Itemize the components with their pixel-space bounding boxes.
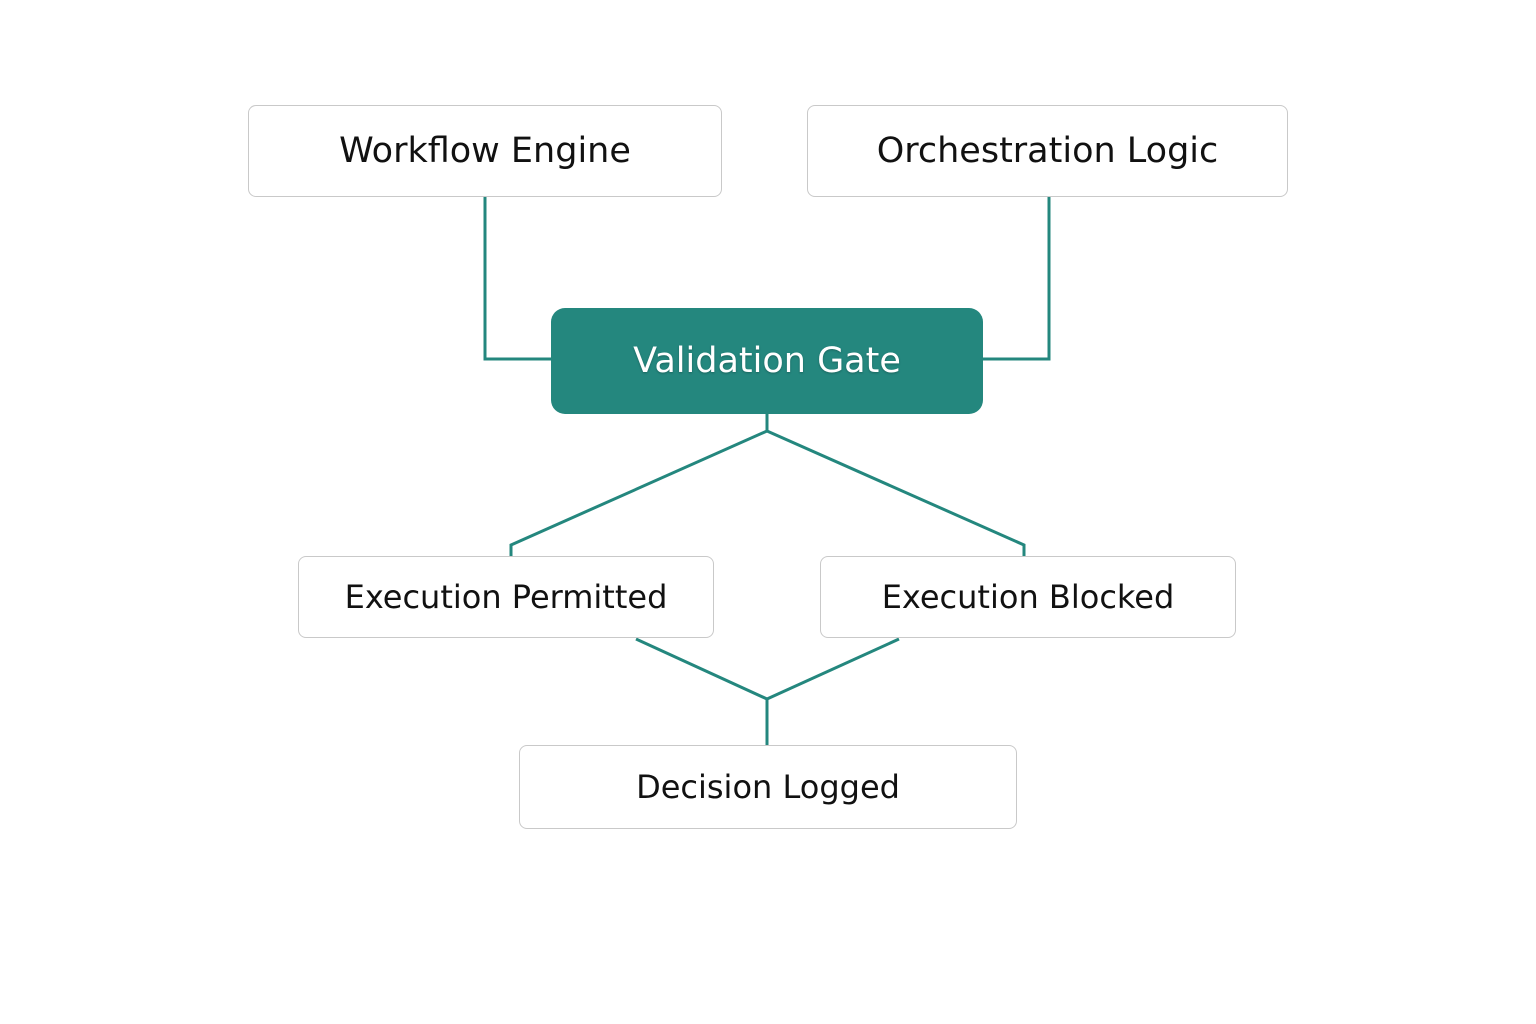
edge-orchestration-to-gate <box>983 197 1051 361</box>
node-decision-logged: Decision Logged <box>519 745 1017 829</box>
edge-workflow-to-gate <box>483 197 551 361</box>
edge-gate-to-permitted <box>509 414 769 556</box>
node-orchestration-logic: Orchestration Logic <box>807 105 1288 197</box>
node-execution-permitted: Execution Permitted <box>298 556 714 638</box>
node-execution-blocked: Execution Blocked <box>820 556 1236 638</box>
edge-blocked-to-logged <box>766 637 900 701</box>
node-workflow-engine: Workflow Engine <box>248 105 722 197</box>
node-validation-gate: Validation Gate <box>551 308 983 414</box>
edge-permitted-to-logged <box>635 637 769 745</box>
edge-gate-to-blocked <box>766 429 1026 556</box>
